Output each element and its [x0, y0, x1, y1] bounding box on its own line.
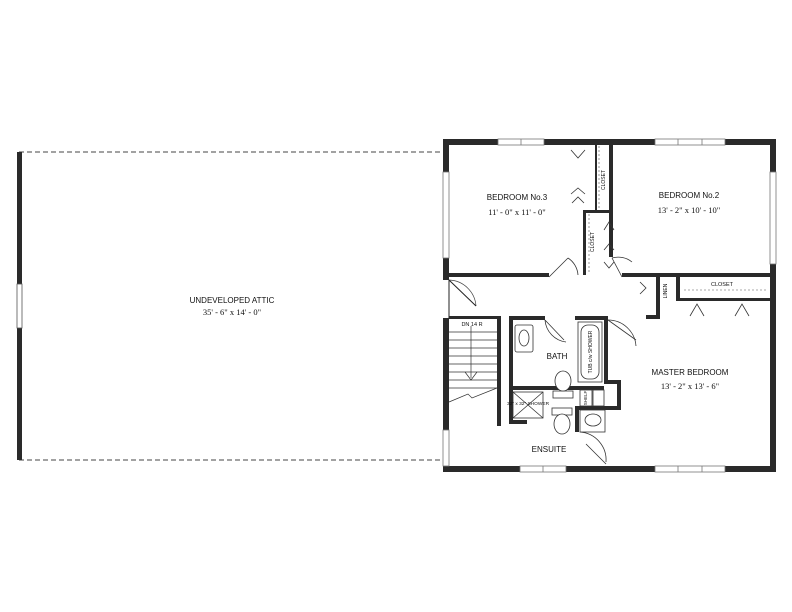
window-master [654, 465, 726, 473]
shelf-label: SHELF [583, 391, 588, 406]
shelf-2 [592, 389, 605, 407]
bath-name: BATH [547, 352, 568, 361]
bifold-b3-top [570, 149, 586, 159]
window-bedroom2 [654, 138, 726, 146]
bedroom3-name: BEDROOM No.3 [487, 193, 548, 202]
ensuite-toilet-bowl [553, 413, 571, 435]
master-name: MASTER BEDROOM [652, 368, 729, 377]
bifold-master-2 [734, 303, 750, 317]
window-bedroom2-side [769, 171, 777, 265]
attic-door [443, 279, 477, 318]
doors [544, 149, 750, 465]
windows [442, 138, 777, 473]
bedroom2-dims: 13' - 2" x 10' - 10" [658, 205, 720, 215]
stair-arrow-head [464, 371, 478, 381]
window-stair-side [442, 429, 450, 467]
fixtures [512, 321, 606, 435]
attic-dims: 35' - 6" x 14' - 0" [203, 307, 261, 317]
bedroom3-dims: 11' - 0" x 11' - 0" [488, 207, 546, 217]
door-ensuite [585, 443, 607, 465]
closet-rods [588, 146, 768, 291]
bath-sink [518, 329, 530, 347]
closet-b2-label: CLOSET [590, 232, 596, 252]
shower-label: 32" x 32" SHOWER [507, 401, 550, 407]
attic-area: UNDEVELOPED ATTIC 35' - 6" x 14' - 0" [16, 151, 445, 461]
bathtub-basin [580, 324, 600, 380]
door-bedroom3 [548, 257, 569, 278]
ensuite-sink [584, 413, 602, 427]
interior-walls [449, 145, 770, 432]
tub-label: TUB c/w SHOWER [588, 330, 594, 373]
door-bath [544, 319, 565, 341]
stair-label: DN 14 R [461, 322, 482, 328]
shelf [579, 389, 593, 407]
bifold-b2-closet [603, 221, 615, 231]
stair [448, 326, 498, 403]
linen-label: LINEN [663, 283, 669, 298]
door-bedroom2 [611, 257, 623, 278]
ensuite-name: ENSUITE [532, 445, 567, 454]
attic-gable-window [16, 283, 23, 329]
window-bedroom3-side [442, 171, 450, 259]
door-master [607, 319, 637, 341]
stair-break-line [448, 387, 498, 403]
closet-b3-label: CLOSET [601, 170, 607, 190]
bath-toilet-bowl [554, 370, 572, 392]
closet-master-label: CLOSET [711, 282, 734, 288]
bifold-master-1 [689, 303, 705, 317]
attic-name: UNDEVELOPED ATTIC [190, 296, 275, 305]
bath-toilet-tank [552, 390, 574, 399]
master-dims: 13' - 2" x 13' - 6" [661, 381, 719, 391]
bifold-linen [639, 281, 647, 295]
bedroom2-name: BEDROOM No.2 [659, 191, 720, 200]
